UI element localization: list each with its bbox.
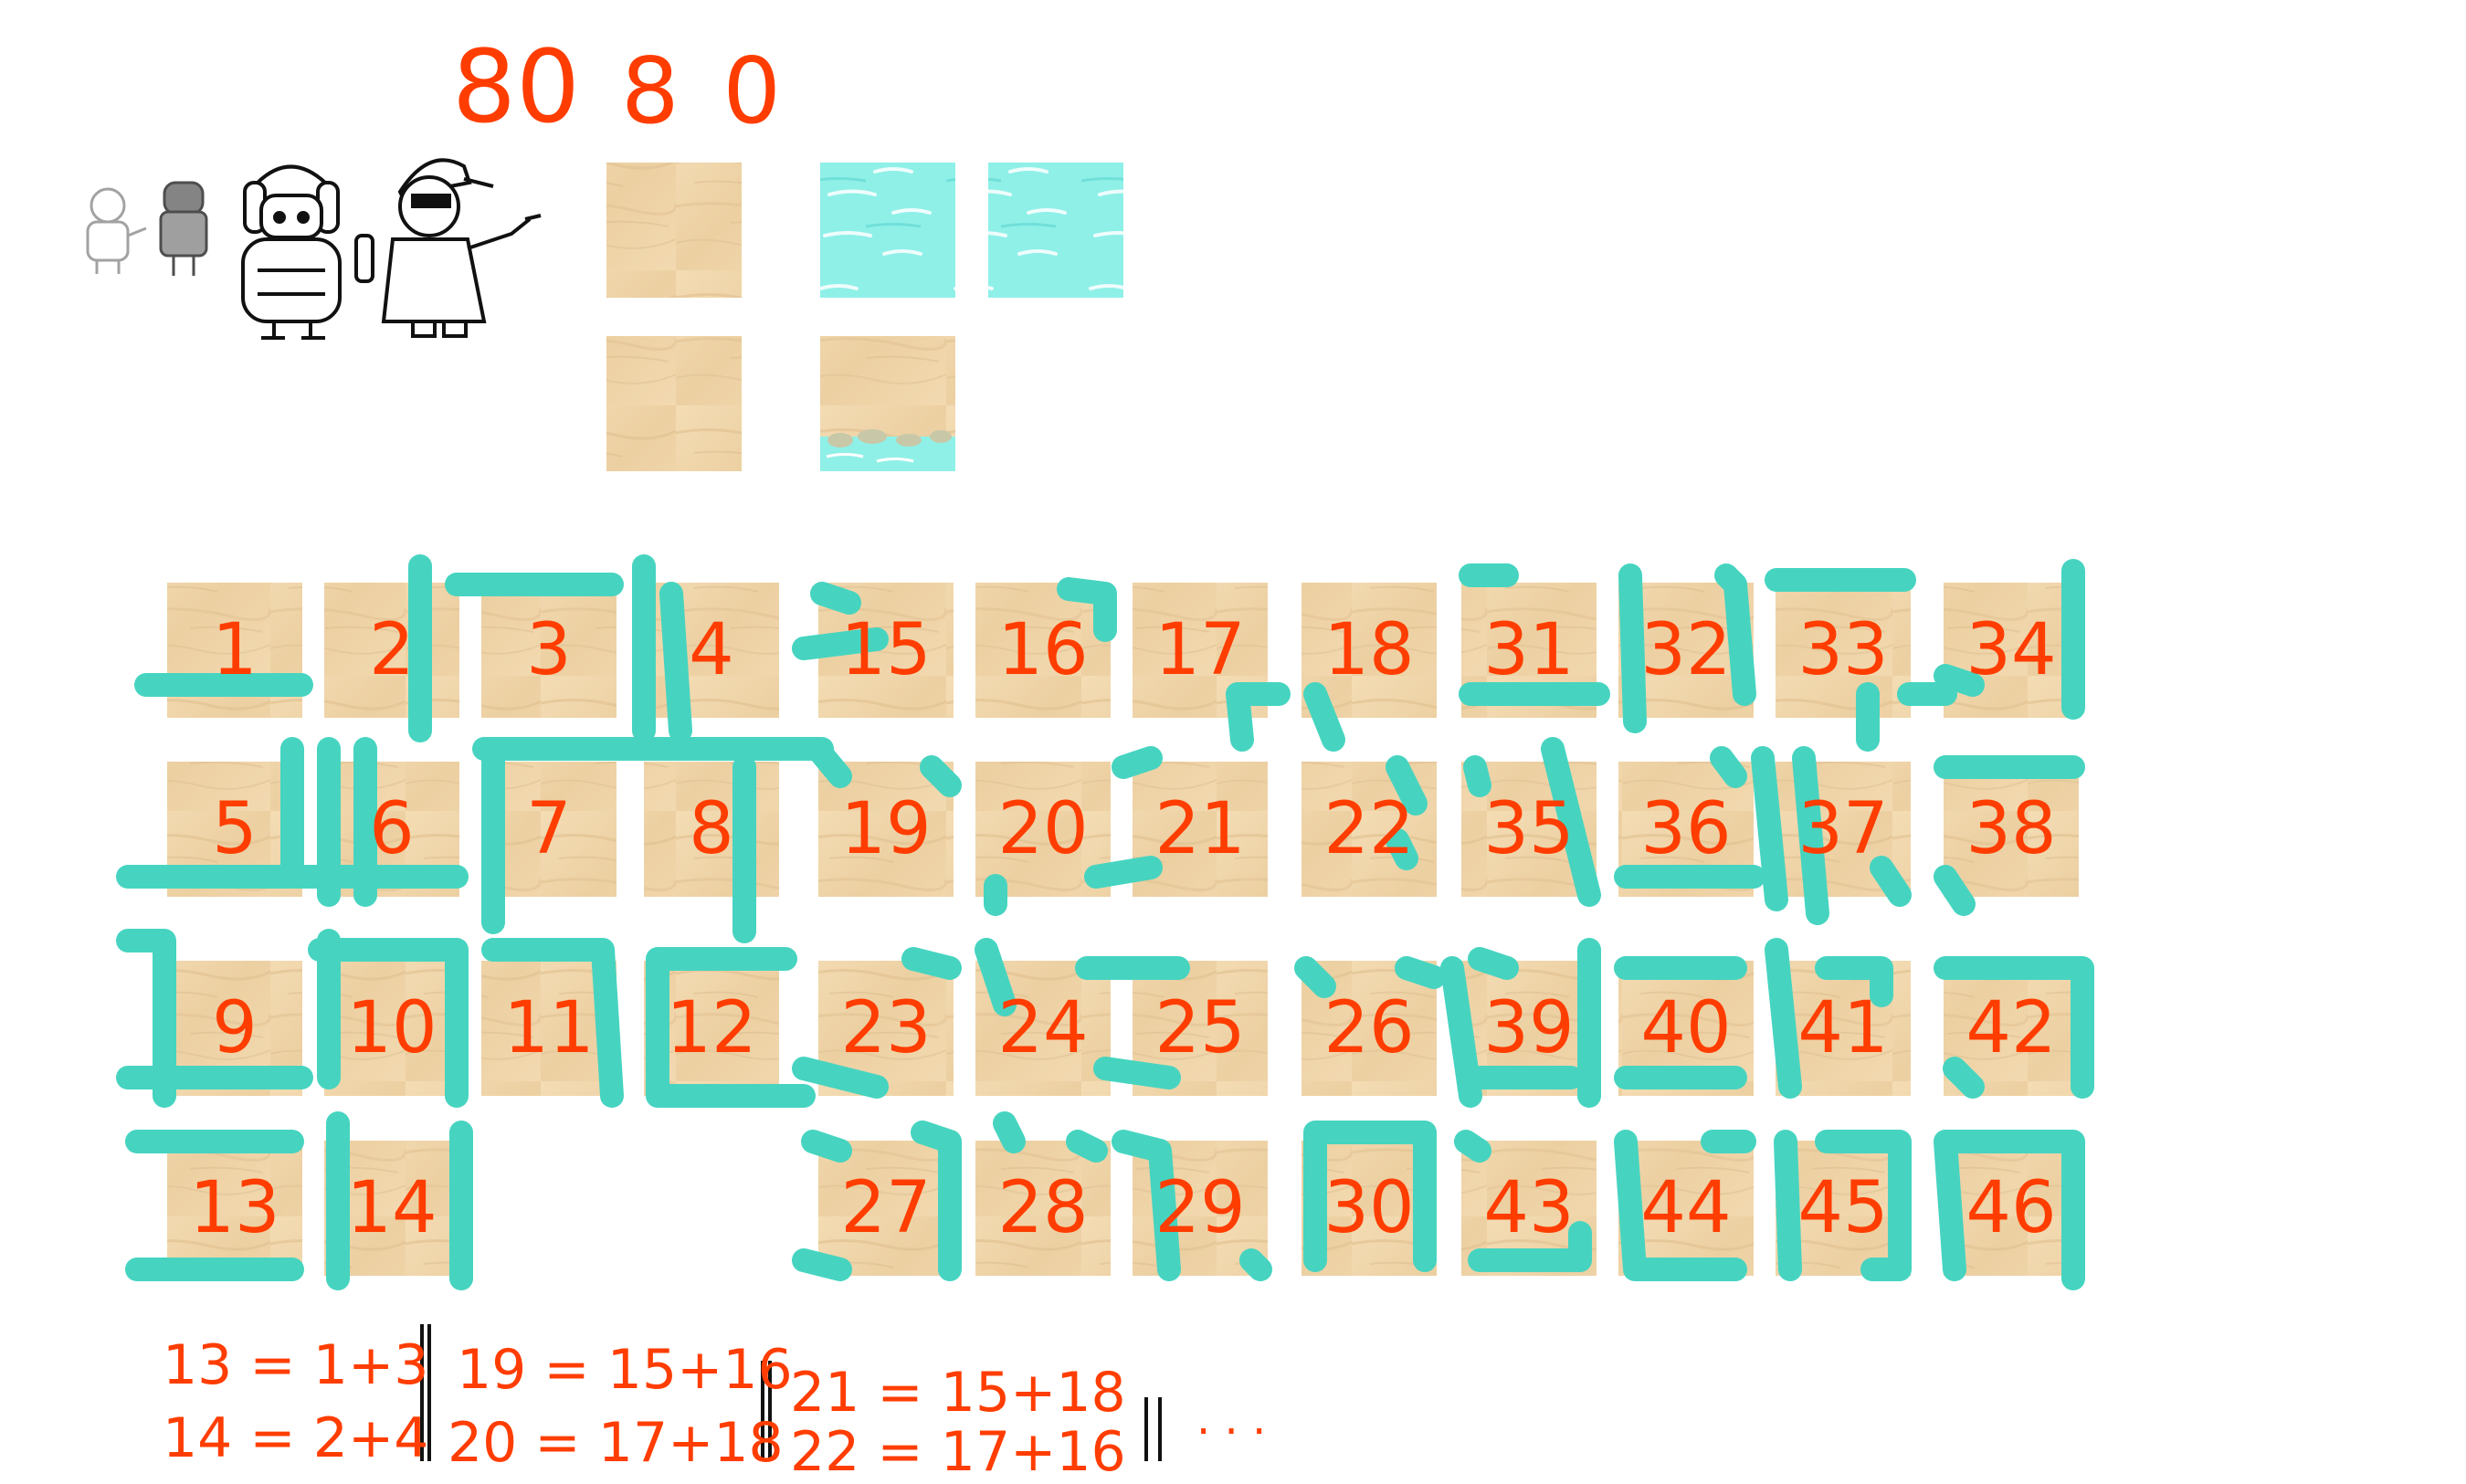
tile-label-2: 2 <box>369 609 415 691</box>
tile-label-37: 37 <box>1797 788 1889 870</box>
tile-label-5: 5 <box>212 788 258 870</box>
tile-label-1: 1 <box>212 609 258 691</box>
tile-label-4: 4 <box>689 609 734 691</box>
tile-label-17: 17 <box>1154 609 1246 691</box>
tile-label-13: 13 <box>189 1167 280 1249</box>
tile-label-26: 26 <box>1323 987 1415 1069</box>
tile-label-8: 8 <box>689 788 734 870</box>
tile-label-20: 20 <box>997 788 1089 870</box>
tile-46 <box>1944 1141 2079 1276</box>
character-sunglasses <box>381 158 542 338</box>
tile-label-45: 45 <box>1797 1167 1889 1249</box>
tile-label-24: 24 <box>997 987 1089 1069</box>
note-ellipsis: . . . <box>1196 1394 1267 1445</box>
note-col2-line2: 20 = 17+18 <box>448 1411 784 1475</box>
tile-label-39: 39 <box>1483 987 1575 1069</box>
character-ushanka <box>241 164 374 340</box>
tile-label-38: 38 <box>1965 788 2057 870</box>
tile-label-9: 9 <box>212 987 258 1069</box>
tile-label-31: 31 <box>1483 609 1575 691</box>
tile-label-43: 43 <box>1483 1167 1575 1249</box>
sample-tile-water <box>820 163 955 298</box>
wall-strokes <box>116 554 2094 1290</box>
tile-27 <box>818 1141 954 1276</box>
tile-label-28: 28 <box>997 1167 1089 1249</box>
tile-label-30: 30 <box>1323 1167 1415 1249</box>
tile-label-21: 21 <box>1154 788 1246 870</box>
note-col1-line2: 14 = 2+4 <box>163 1406 429 1470</box>
tile-10 <box>324 961 459 1096</box>
tile-label-7: 7 <box>526 788 572 870</box>
tile-label-35: 35 <box>1483 788 1575 870</box>
tile-size-label-2: 8 0 <box>621 37 789 144</box>
tile-8 <box>644 762 779 897</box>
sketch-small-1 <box>86 187 147 274</box>
tile-label-16: 16 <box>997 609 1089 691</box>
character-sketches <box>86 158 542 340</box>
tile-label-25: 25 <box>1154 987 1246 1069</box>
note-col1-line1: 13 = 1+3 <box>163 1333 429 1397</box>
tile-label-46: 46 <box>1965 1167 2057 1249</box>
tile-28 <box>975 1141 1111 1276</box>
sample-tile-sand <box>606 163 742 298</box>
tile-label-27: 27 <box>840 1167 932 1249</box>
tile-16 <box>975 583 1111 718</box>
tile-2 <box>324 583 459 718</box>
tile-label-44: 44 <box>1640 1167 1732 1249</box>
sample-tile-shore <box>820 336 955 471</box>
note-col3-line1: 21 = 15+18 <box>790 1361 1126 1425</box>
note-col3-line2: 22 = 17+16 <box>790 1420 1126 1484</box>
tile-13 <box>167 1141 302 1276</box>
tile-label-6: 6 <box>369 788 415 870</box>
tile-label-3: 3 <box>526 609 572 691</box>
tile-label-23: 23 <box>840 987 932 1069</box>
sample-tiles <box>606 163 1123 471</box>
tile-label-32: 32 <box>1640 609 1732 691</box>
tile-3 <box>481 583 616 718</box>
tile-label-36: 36 <box>1640 788 1732 870</box>
tile-label-33: 33 <box>1797 609 1889 691</box>
tile-label-19: 19 <box>840 788 932 870</box>
sample-tile-water <box>988 163 1123 298</box>
sketch-small-2 <box>159 181 208 276</box>
tile-size-label-1: 80 <box>452 28 580 145</box>
tile-label-11: 11 <box>503 987 595 1069</box>
tile-34 <box>1944 583 2079 718</box>
tile-label-34: 34 <box>1965 609 2057 691</box>
tile-label-29: 29 <box>1154 1167 1246 1249</box>
tile-label-40: 40 <box>1640 987 1732 1069</box>
note-col2-line1: 19 = 15+16 <box>457 1338 793 1402</box>
tile-label-12: 12 <box>666 987 757 1069</box>
tile-label-18: 18 <box>1323 609 1415 691</box>
tile-33 <box>1776 583 1911 718</box>
tile-label-42: 42 <box>1965 987 2057 1069</box>
tile-label-10: 10 <box>346 987 437 1069</box>
tile-38 <box>1944 762 2079 897</box>
tile-label-14: 14 <box>346 1167 437 1249</box>
tile-label-41: 41 <box>1797 987 1889 1069</box>
tile-label-22: 22 <box>1323 788 1415 870</box>
sample-tile-sand <box>606 336 742 471</box>
notes-dividers <box>420 1324 1162 1461</box>
tile-label-15: 15 <box>840 609 932 691</box>
